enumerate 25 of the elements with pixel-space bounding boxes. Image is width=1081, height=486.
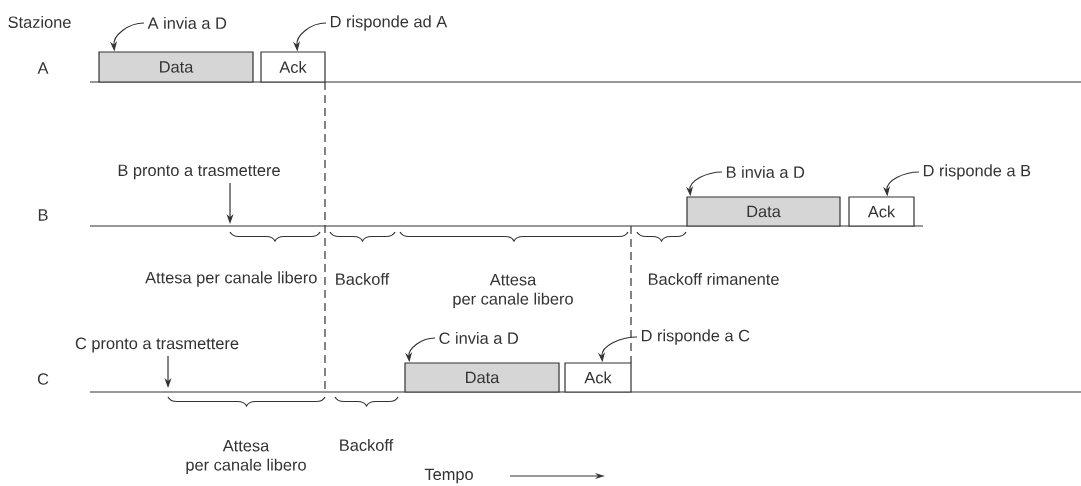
station-label: A xyxy=(37,62,49,74)
brace-label: Attesa per canale libero xyxy=(453,274,573,308)
callout-text: D risponde ad A xyxy=(330,15,448,31)
callout-text: D risponde a B xyxy=(923,164,1031,180)
brace-label: Attesa per canale libero xyxy=(145,271,317,287)
ack-box: Ack xyxy=(564,362,632,393)
callout-text: A invia a D xyxy=(147,16,227,29)
callout-text: B invia a D xyxy=(726,165,805,178)
brace-label: Attesa per canale libero xyxy=(186,440,306,474)
callout-text: B pronto a trasmettere xyxy=(118,164,280,180)
data-box: Data xyxy=(404,362,560,393)
data-box: Data xyxy=(98,51,254,83)
callout-text: C pronto a trasmettere xyxy=(75,337,239,353)
brace-label: Backoff xyxy=(336,272,390,285)
data-box: Data xyxy=(686,196,841,227)
station-label: C xyxy=(37,373,49,385)
ack-box: Ack xyxy=(260,51,326,83)
time-label: Tempo xyxy=(424,468,473,484)
station-label: B xyxy=(38,209,48,221)
column-heading: Stazione xyxy=(8,15,71,28)
brace-label: Backoff rimanente xyxy=(648,272,779,285)
ack-box: Ack xyxy=(848,196,915,227)
brace-label: Backoff xyxy=(340,438,394,451)
callout-text: D risponde a C xyxy=(641,329,750,345)
callout-text: C invia a D xyxy=(439,331,518,344)
